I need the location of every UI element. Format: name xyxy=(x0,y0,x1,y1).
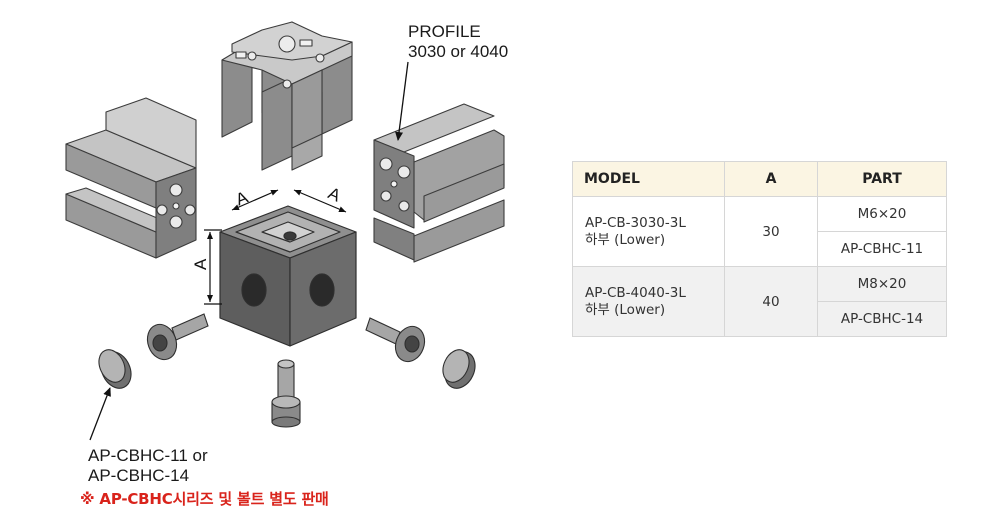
model-position: 하부 (Lower) xyxy=(585,231,666,248)
cap-callout-line2: AP-CBHC-14 xyxy=(88,466,190,485)
table-row: AP-CB-3030-3L 하부 (Lower) 30 M6×20 xyxy=(572,196,947,267)
spec-table: MODEL A PART AP-CB-3030-3L 하부 (Lower) 30… xyxy=(572,161,947,337)
cap-leader-arrow xyxy=(89,387,111,441)
part-cap: AP-CBHC-14 xyxy=(817,301,947,337)
part-bolt: M6×20 xyxy=(817,196,947,232)
cap-callout: AP-CBHC-11 or AP-CBHC-14 xyxy=(88,446,208,486)
profile-callout-line1: PROFILE xyxy=(408,22,481,41)
left-profile xyxy=(65,97,197,259)
header-model: MODEL xyxy=(572,161,725,197)
profile-callout: PROFILE 3030 or 4040 xyxy=(408,22,508,62)
model-code: AP-CB-3030-3L xyxy=(585,214,686,231)
model-cell: AP-CB-3030-3L 하부 (Lower) xyxy=(572,196,725,267)
part-bolt: M8×20 xyxy=(817,266,947,302)
a-value: 30 xyxy=(724,196,818,267)
right-profile xyxy=(373,103,505,263)
model-cell: AP-CB-4040-3L 하부 (Lower) xyxy=(572,266,725,337)
table-row: AP-CB-4040-3L 하부 (Lower) 40 M8×20 xyxy=(572,266,947,337)
dimension-lines xyxy=(204,189,347,305)
left-socket-bolt xyxy=(146,313,209,361)
model-position: 하부 (Lower) xyxy=(585,301,666,318)
header-a: A xyxy=(724,161,818,197)
a-value: 40 xyxy=(724,266,818,337)
bottom-socket-bolt xyxy=(271,359,301,428)
right-hole-cap xyxy=(442,349,476,389)
header-part: PART xyxy=(817,161,947,197)
model-code: AP-CB-4040-3L xyxy=(585,284,686,301)
cube-bracket xyxy=(219,205,357,347)
table-header-row: MODEL A PART xyxy=(572,161,947,197)
dimension-a-left: A xyxy=(191,258,210,270)
top-profile xyxy=(221,21,353,171)
sold-separately-notice: ※ AP-CBHC시리즈 및 볼트 별도 판매 xyxy=(80,490,329,508)
dimension-a-top-left: A xyxy=(233,187,251,209)
exploded-assembly-drawing: A A A xyxy=(65,21,505,441)
left-hole-cap xyxy=(98,349,132,389)
cap-callout-line1: AP-CBHC-11 or xyxy=(88,446,208,465)
table-row: AP-CBHC-14 xyxy=(573,301,947,337)
right-socket-bolt xyxy=(365,317,426,363)
dimension-a-top-right: A xyxy=(325,184,344,206)
profile-callout-line2: 3030 or 4040 xyxy=(408,42,509,61)
profile-leader-arrow xyxy=(395,61,409,141)
part-cap: AP-CBHC-11 xyxy=(817,231,947,267)
